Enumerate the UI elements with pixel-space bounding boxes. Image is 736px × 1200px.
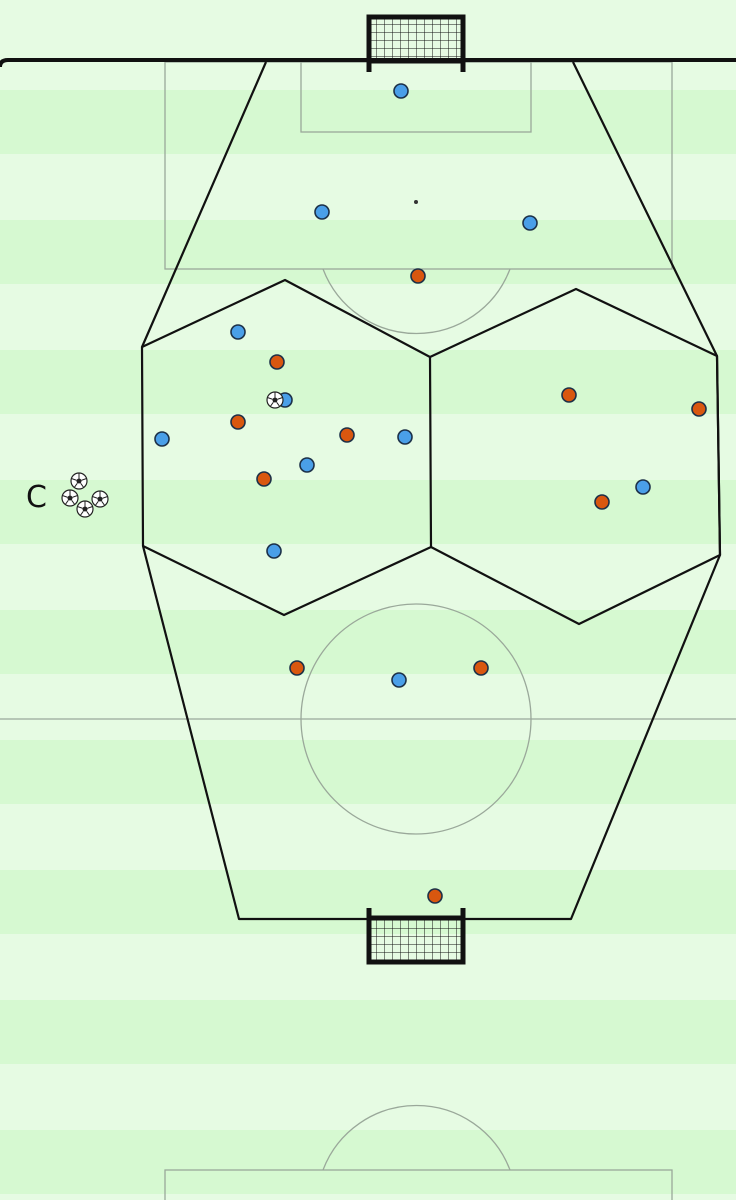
orange-player-o8: [594, 494, 610, 510]
orange-player-o2: [269, 354, 285, 370]
goal-net-icon: [366, 908, 466, 965]
blue-player-b6: [154, 431, 170, 447]
blue-player-b8: [299, 457, 315, 473]
blue-player-b2: [314, 204, 330, 220]
blue-player-b7: [397, 429, 413, 445]
orange-player-o11: [427, 888, 443, 904]
top-penalty-arc: [322, 268, 511, 335]
blue-player-b1: [393, 83, 409, 99]
orange-player-o6: [561, 387, 577, 403]
grass-stripe: [0, 90, 736, 154]
grass-stripe: [0, 610, 736, 674]
blue-player-b9: [266, 543, 282, 559]
orange-player-o7: [691, 401, 707, 417]
hexagon-left: [141, 278, 433, 617]
orange-player-o5: [256, 471, 272, 487]
orange-player-o10: [473, 660, 489, 676]
orange-player-o9: [289, 660, 305, 676]
centre-circle: [300, 603, 532, 835]
goal-net-icon: [366, 14, 466, 72]
grass-stripe: [0, 1130, 736, 1194]
blue-player-b10: [635, 479, 651, 495]
bottom-penalty-box: [164, 1169, 673, 1200]
coach-label: C: [26, 480, 47, 515]
grass-stripe: [0, 350, 736, 414]
coach-station: C: [26, 472, 109, 518]
blue-player-b11: [391, 672, 407, 688]
goal-line: [0, 58, 736, 68]
bottom-penalty-arc: [322, 1104, 511, 1171]
zone-lines: [140, 61, 722, 921]
penalty-spot: [414, 200, 418, 204]
orange-player-o3: [230, 414, 246, 430]
grass-stripe: [0, 220, 736, 284]
grass-stripe: [0, 740, 736, 804]
grass-stripe: [0, 480, 736, 544]
orange-player-o4: [339, 427, 355, 443]
soccer-ball-icon: [266, 391, 284, 409]
players: [154, 83, 707, 904]
grass-stripe: [0, 1000, 736, 1064]
blue-player-b4: [230, 324, 246, 340]
orange-player-o1: [410, 268, 426, 284]
blue-player-b3: [522, 215, 538, 231]
hexagon-right: [429, 287, 722, 626]
